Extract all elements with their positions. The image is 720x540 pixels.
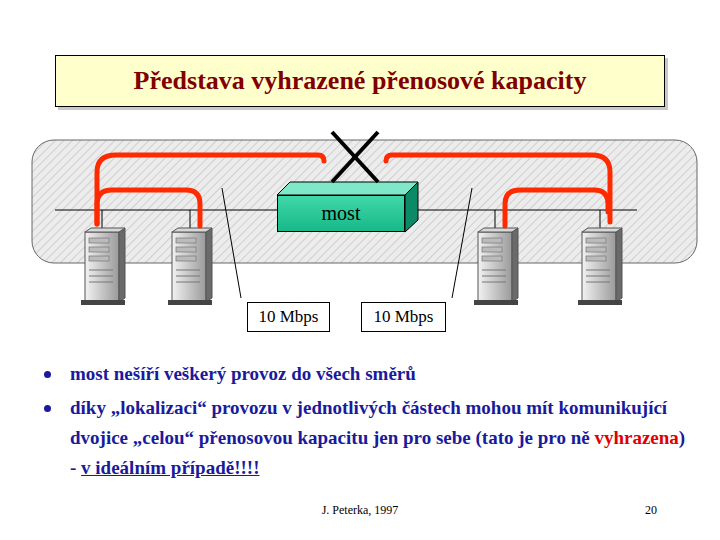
blocked-cross — [332, 132, 378, 182]
bullet-dot — [44, 371, 51, 378]
bridge-top-face — [277, 182, 418, 195]
bullet-text: díky „lokalizaci“ provozu v jednotlivých… — [70, 397, 667, 448]
page-number: 20 — [645, 503, 657, 517]
leader-lines — [222, 188, 472, 298]
speed-label-box: 10 Mbps — [361, 302, 446, 332]
traffic-arcs — [97, 155, 610, 226]
title-box: Představa vyhrazené přenosové kapacity — [55, 55, 665, 107]
bridge-box: most — [277, 195, 405, 232]
speed-label-box: 10 Mbps — [247, 302, 330, 332]
box-text: 10 Mbps — [259, 307, 319, 327]
bullet-paragraph: most nešíří veškerý provoz do všech směr… — [70, 359, 695, 389]
bullet-dot — [44, 405, 51, 412]
footer-page: 20 — [645, 503, 657, 518]
bridge-side-face — [405, 182, 418, 232]
underlined-note: v ideálním případě!!!! — [81, 457, 259, 478]
bullet-paragraph: díky „lokalizaci“ provozu v jednotlivých… — [70, 393, 695, 483]
footer-author: J. Peterka, 1997 — [322, 503, 399, 518]
bullet-text: most nešíří veškerý provoz do všech směr… — [70, 363, 416, 384]
computers — [81, 228, 622, 305]
box-text: most — [322, 202, 361, 225]
highlight-word: vyhrazena — [594, 427, 678, 448]
footer-author: J. Peterka, 1997 — [322, 503, 399, 517]
box-text: 10 Mbps — [374, 307, 434, 327]
slide-title: Představa vyhrazené přenosové kapacity — [134, 66, 587, 96]
